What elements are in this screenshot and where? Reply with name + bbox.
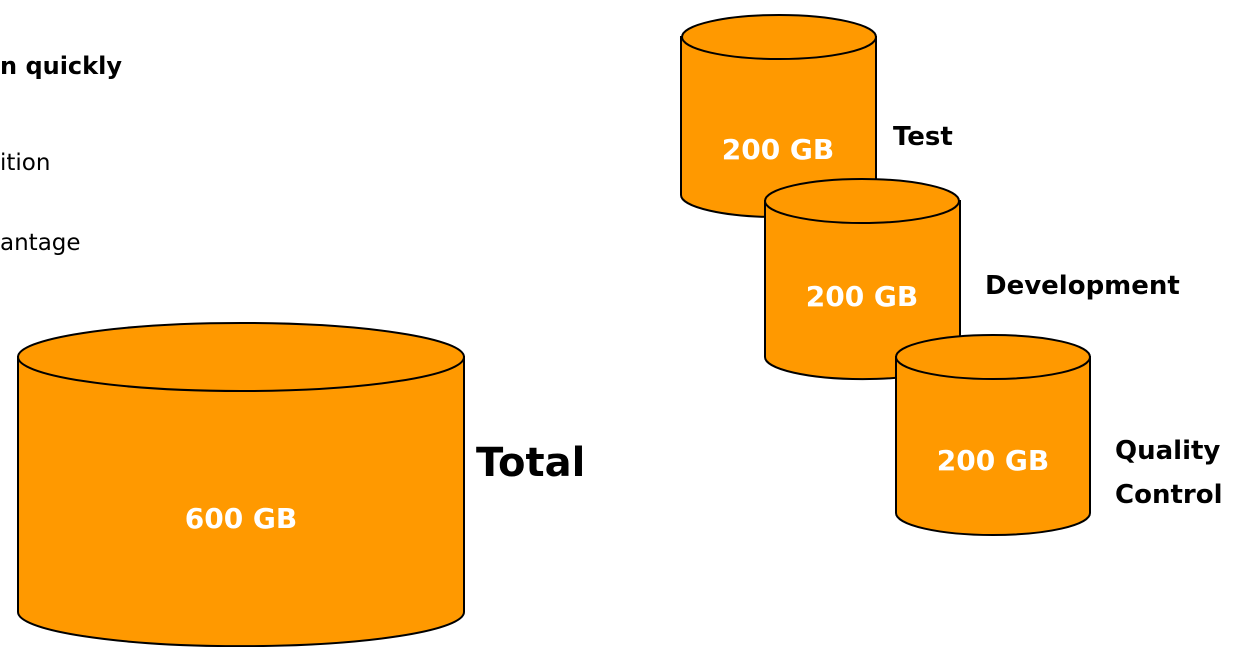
test-label: Test <box>893 122 953 152</box>
bullet-text-2: antage <box>0 230 81 256</box>
total-cylinder: 600 GB <box>17 322 465 647</box>
heading-text: n quickly <box>0 52 122 80</box>
total-label: Total <box>476 440 585 486</box>
development-capacity-label: 200 GB <box>806 280 919 313</box>
bullet-text-1: ition <box>0 150 51 176</box>
development-label: Development <box>985 271 1180 301</box>
test-capacity-label: 200 GB <box>722 133 835 166</box>
quality-control-capacity-label: 200 GB <box>937 444 1050 477</box>
development-cylinder: 200 GB <box>764 178 961 381</box>
total-capacity-label: 600 GB <box>185 502 298 535</box>
quality-control-cylinder: 200 GB <box>895 334 1091 536</box>
quality-control-label-line2: Control <box>1115 480 1222 510</box>
quality-control-label-line1: Quality <box>1115 436 1220 466</box>
